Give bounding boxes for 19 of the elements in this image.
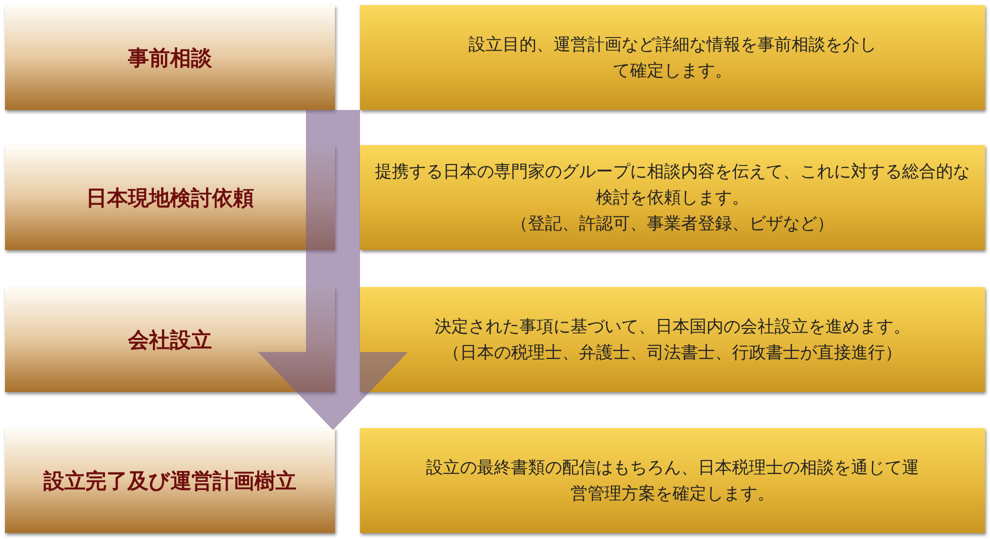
note-text: （日本の税理士、弁護士、司法書士、行政書士が直接進行） <box>443 342 902 364</box>
flow-arrow <box>258 110 408 430</box>
step-box <box>5 287 335 392</box>
step-box <box>5 428 335 533</box>
step-title: 会社設立 <box>128 326 212 354</box>
description-text: 提携する日本の専門家のグループに相談内容を伝えて、これに対する総合的な検討を依頼します。 <box>374 160 971 210</box>
note-text: （登記、許認可、事業者登録、ビザなど） <box>511 212 834 236</box>
description-box <box>360 428 985 533</box>
description-box <box>360 287 985 392</box>
description-text: 設立目的、運営計画など詳細な情報を事前相談を介して確定します。 <box>468 34 878 82</box>
description-text: 設立の最終書類の配信はもちろん、日本税理士の相談を通じて運営管理方案を確定します。 <box>425 456 920 506</box>
description-text: 決定された事項に基づいて、日本国内の会社設立を進めます。 <box>434 316 910 338</box>
description-box <box>360 5 985 110</box>
step-title: 事前相談 <box>128 44 212 72</box>
step-box <box>5 145 335 250</box>
step-box <box>5 5 335 110</box>
description-box <box>360 145 985 250</box>
step-title: 設立完了及び運営計画樹立 <box>44 468 296 494</box>
step-title: 日本現地検討依頼 <box>86 184 254 212</box>
